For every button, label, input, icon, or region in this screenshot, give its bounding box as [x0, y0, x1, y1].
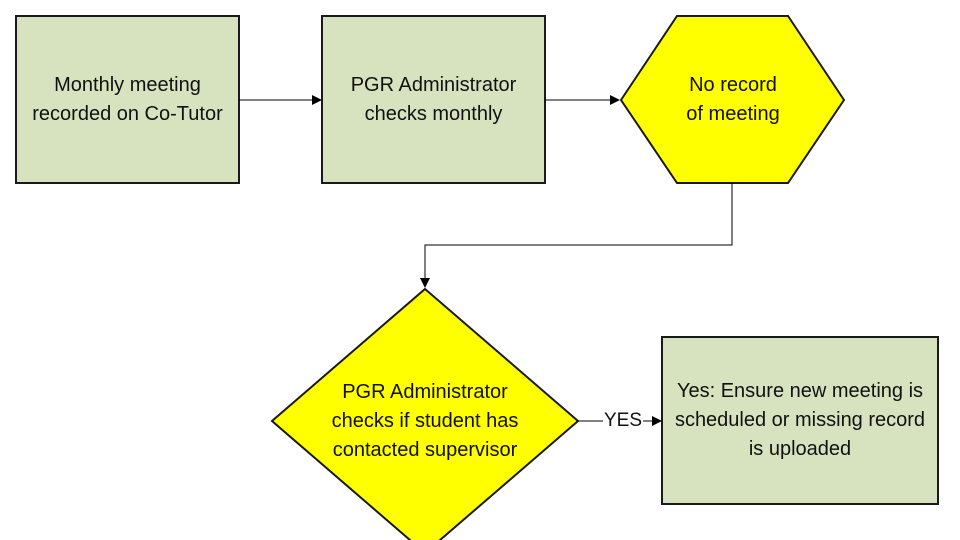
monthly-meeting-box: [15, 15, 240, 184]
no-record-hexagon: [619, 15, 846, 184]
student-contact-diamond: [270, 287, 580, 540]
yes-edge-label: YES: [603, 410, 644, 431]
ensure-meeting-label: Yes: Ensure new meeting is scheduled or …: [674, 380, 926, 460]
no-record-label: No record of meeting: [686, 73, 780, 125]
edge-no-record-to-student-contact: [420, 183, 733, 288]
student-contact-label: PGR Administrator checks if student has …: [331, 380, 519, 461]
ensure-meeting-box: [661, 336, 939, 505]
monthly-meeting-label: Monthly meeting recorded on Co-Tutor: [32, 73, 223, 125]
admin-checks-box: [321, 15, 546, 184]
admin-checks-label: PGR Administrator checks monthly: [350, 73, 517, 125]
